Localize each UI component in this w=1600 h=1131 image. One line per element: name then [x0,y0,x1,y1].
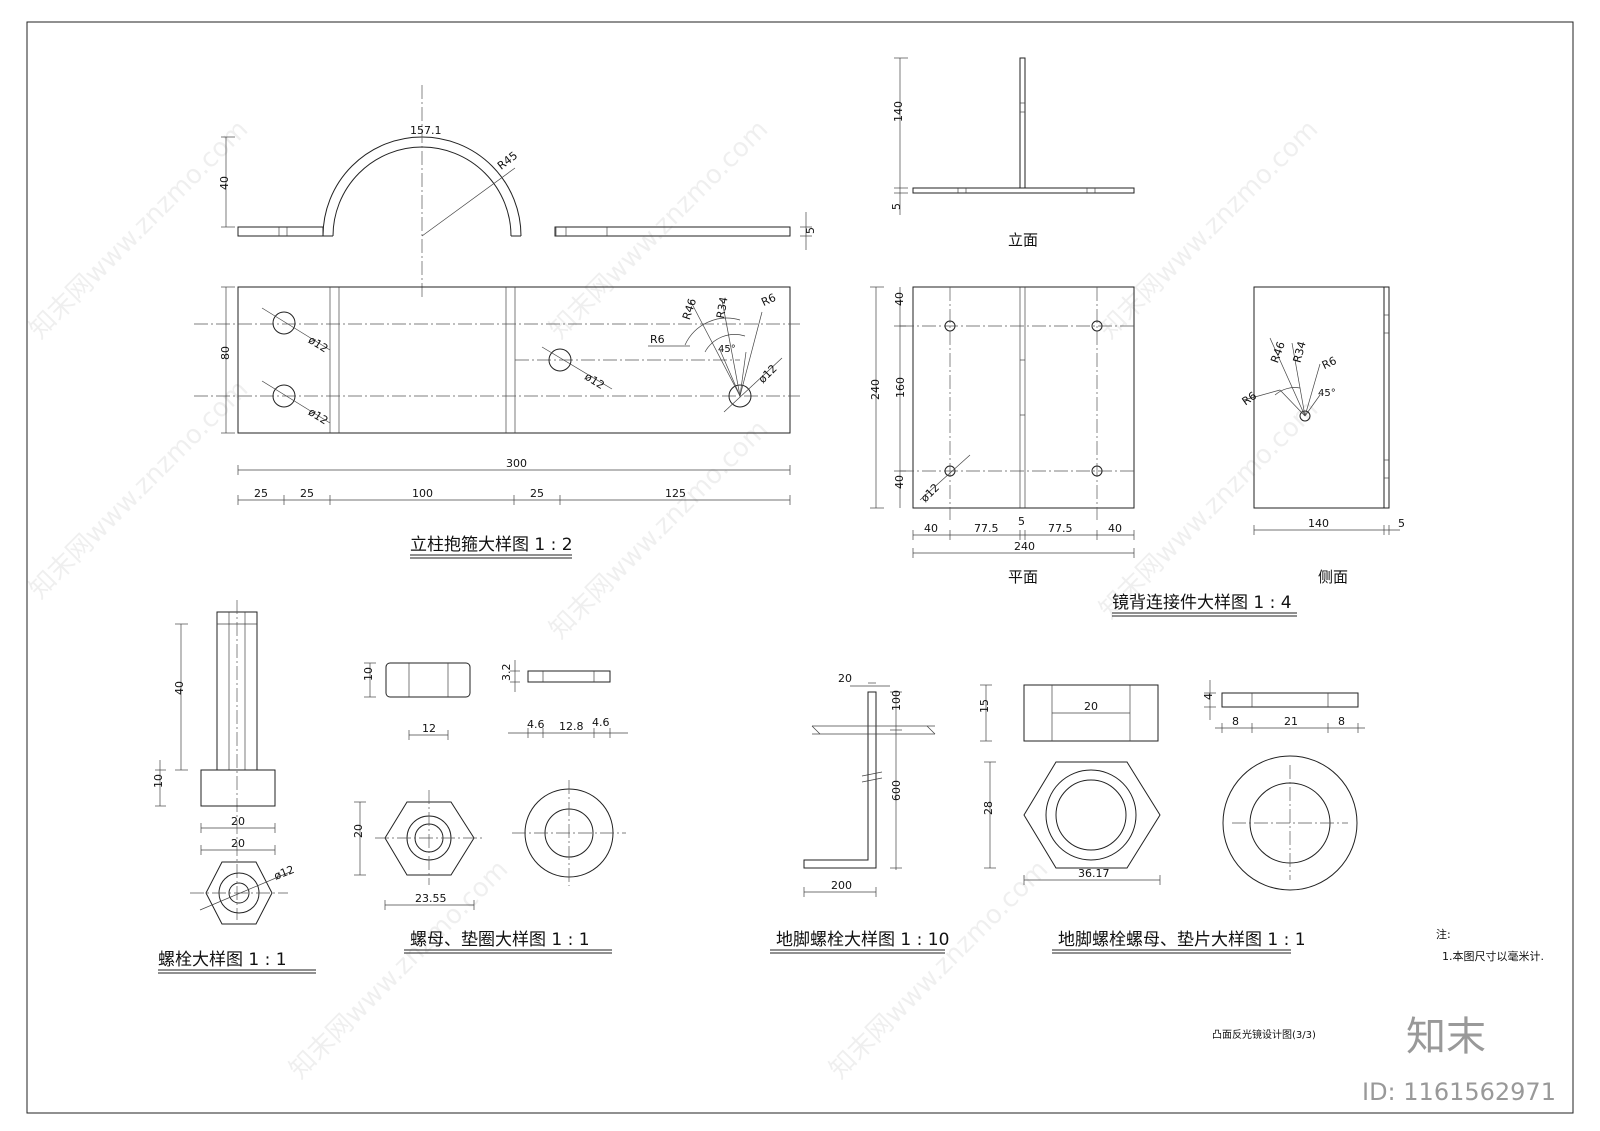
connector-dim-w40b: 40 [1108,522,1122,535]
notes-line-1: 1.本图尺寸以毫米计. [1442,949,1544,963]
connector-dim-s5: 5 [1398,517,1405,530]
clamp-dim-thickness: 5 [804,227,817,234]
plan-label: 平面 [1008,568,1038,586]
nut-washer-title: 螺母、垫圈大样图 1 : 1 [410,930,590,950]
clamp-dim-hole: ø12 [306,333,330,355]
anchor-dim-w200: 200 [831,879,852,892]
anchor-dim-h600: 600 [890,780,903,801]
anchor-nut-dim-t4: 4 [1202,693,1215,700]
anchor-nut-dim-h28: 28 [982,801,995,815]
connector-dim-r6a: R6 [1320,354,1339,372]
clamp-dim-seg4: 25 [530,487,544,500]
watermark-text: 知末网www.znzmo.com [544,414,775,645]
anchor-bolt-detail: 20 100 600 200 地脚螺栓大样图 1 : 10 [770,672,949,954]
bolt-dim-head: 10 [152,774,165,788]
watermark-text: 知末网www.znzmo.com [544,114,775,345]
nut-washer-detail: 10 12 3.2 4.6 12.8 4.6 20 23.55 螺母、垫圈大样图… [352,660,628,954]
connector-dim-w40a: 40 [924,522,938,535]
anchor-nut-dim-h15: 15 [978,699,991,713]
clamp-dim-seg1: 25 [254,487,268,500]
connector-dim-h140: 140 [892,101,905,122]
bolt-dim-w20a: 20 [231,815,245,828]
clamp-dim-r6b: R6 [650,333,665,346]
connector-dim-angle: 45° [1318,388,1336,399]
connector-dim-v40a: 40 [893,292,906,306]
clamp-dim-width: 80 [219,346,232,360]
bolt-title: 螺栓大样图 1 : 1 [158,950,287,970]
id-watermark: ID: 1161562971 [1362,1078,1556,1106]
clamp-dim-r34: R34 [714,296,731,320]
nut-dim-t32: 3.2 [500,664,513,682]
watermark-text: 知末网www.znzmo.com [24,114,255,345]
watermark-text: 知末网www.znzmo.com [24,374,255,605]
watermark-text: 知末网www.znzmo.com [824,854,1055,1085]
clamp-dim-seg5: 125 [665,487,686,500]
clamp-dim-hole: ø12 [756,362,780,386]
clamp-title: 立柱抱箍大样图 1 : 2 [410,535,573,555]
connector-detail: 140 5 立面 ø12 240 40 160 40 40 77.5 5 77.… [869,57,1405,617]
clamp-detail: R45 157.1 40 5 ø12 ø12 ø12 ø12 [194,85,817,559]
nut-dim-w12: 12 [422,722,436,735]
clamp-dim-total: 300 [506,457,527,470]
notes-heading: 注: [1436,927,1451,941]
connector-dim-t5: 5 [890,203,903,210]
clamp-dim-seg2: 25 [300,487,314,500]
nut-dim-w2355: 23.55 [415,892,447,905]
connector-dim-v40b: 40 [893,475,906,489]
sheet-title: 凸面反光镜设计图(3/3) [1212,1028,1316,1041]
nut-dim-c46: 4.6 [592,716,610,729]
connector-dim-r46: R46 [1268,340,1288,365]
connector-dim-w775a: 77.5 [974,522,999,535]
connector-dim-w775b: 77.5 [1048,522,1073,535]
clamp-dim-hole: ø12 [306,405,330,427]
connector-dim-w240: 240 [1014,540,1035,553]
connector-dim-r34: R34 [1291,340,1309,364]
clamp-dim-hole: ø12 [582,370,606,392]
connector-dim-s140: 140 [1308,517,1329,530]
bolt-dim-dia: ø12 [272,863,296,883]
sheet-border [26,21,1574,1114]
nut-dim-b128: 12.8 [559,720,584,733]
anchor-nut-dim-w20: 20 [1084,700,1098,713]
connector-dim-w5: 5 [1018,515,1025,528]
clamp-dim-angle: 45° [718,344,736,355]
bolt-dim-length: 40 [173,681,186,695]
connector-dim-h240: 240 [869,379,882,400]
watermark-text: 知末网www.znzmo.com [1094,114,1325,345]
anchor-dim-w20: 20 [838,672,852,685]
clamp-dim-r46: R46 [680,297,699,322]
anchor-bolt-title: 地脚螺栓大样图 1 : 10 [776,930,949,950]
connector-dim-v160: 160 [894,377,907,398]
logo-watermark: 知末 [1406,1014,1486,1060]
nut-dim-h10: 10 [362,667,375,681]
connector-dim-r6b: R6 [1240,389,1259,408]
clamp-dim-radius: R45 [495,149,520,173]
watermark-text: 知末网www.znzmo.com [1094,394,1325,625]
anchor-nut-detail: 20 15 4 8 21 8 28 36.17 地脚螺栓螺母、垫片大样图 1 :… [978,680,1365,954]
nut-dim-a46: 4.6 [527,718,545,731]
connector-title: 镜背连接件大样图 1 : 4 [1112,593,1292,613]
side-label: 侧面 [1318,568,1348,586]
connector-dim-hole: ø12 [918,481,942,505]
watermark-text: 知末网www.znzmo.com [284,854,515,1085]
anchor-nut-dim-c8: 8 [1338,715,1345,728]
clamp-dim-arc: 157.1 [410,124,442,137]
bolt-detail: 40 10 20 20 ø12 螺栓大样图 1 : 1 [152,600,316,974]
clamp-dim-height: 40 [218,176,231,190]
clamp-dim-r6: R6 [759,291,778,309]
clamp-dim-seg3: 100 [412,487,433,500]
anchor-nut-title: 地脚螺栓螺母、垫片大样图 1 : 1 [1058,930,1306,950]
anchor-nut-dim-a8: 8 [1232,715,1239,728]
anchor-dim-h100: 100 [890,690,903,711]
elevation-label: 立面 [1008,231,1038,249]
nut-dim-h20: 20 [352,824,365,838]
anchor-nut-dim-b21: 21 [1284,715,1298,728]
anchor-nut-dim-w3617: 36.17 [1078,867,1110,880]
bolt-dim-w20b: 20 [231,837,245,850]
